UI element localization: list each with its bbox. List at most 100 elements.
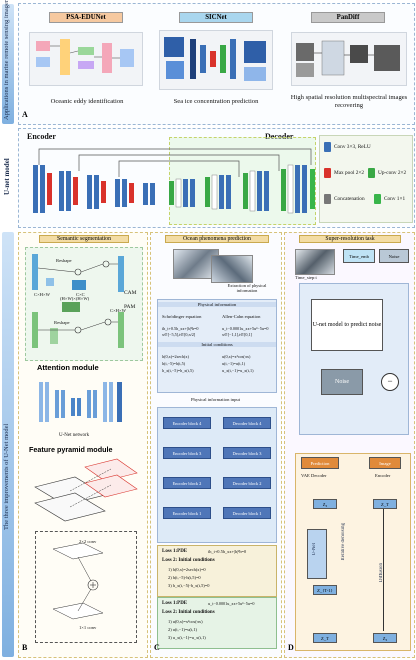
ic1: h(0,x)=2sech(x) (162, 354, 189, 359)
z0-box: Z₀ (313, 499, 337, 509)
physical-input-label: Physical information input (191, 397, 240, 402)
loss2-item-2: 2) h(t,−5)-h(t,5)=0 (168, 575, 201, 580)
diffusion-line (383, 509, 384, 631)
improvements-arrow (2, 232, 14, 657)
conv-2x2-label: 2×2 conv (79, 539, 97, 544)
schrodinger-domain: x∈[−5,5],t∈[0,π/2] (162, 332, 196, 337)
pandiff-pipeline-icon (296, 40, 400, 77)
super-resolution-title: Super-resolution task (299, 235, 401, 243)
loss2b-item-2: 2) u(t,−1)=u(t,1) (168, 627, 197, 632)
legend-conv3x3-label: Conv 3×3, ReLU (334, 144, 371, 150)
loss2-label: Loss 2: Initial conditions (162, 558, 215, 563)
legend-conv1x1: Conv 1×1 (374, 194, 405, 204)
loss1-label: Loss 1:PDE (162, 549, 188, 554)
pandiff-tag: PanDiff (311, 12, 385, 23)
extraction-label: Extraction of physical information (227, 283, 267, 293)
sicnet-tag: SICNet (179, 12, 253, 23)
zt1-box: Z_{T-1} (313, 585, 337, 595)
initial-conditions-title: Initial conditions (158, 342, 276, 347)
ic2: h(t,−5)=h(t,5) (162, 361, 186, 366)
architecture-legend: Conv 3×3, ReLU Max pool 2×2 Up-conv 2×2 … (319, 135, 413, 223)
loss2-item-1: 1) h(0,x)=2sech(x)=0 (168, 567, 206, 572)
applications-arrow (2, 4, 14, 124)
panel-c-label: C (154, 643, 160, 652)
legend-conv1x1-label: Conv 1×1 (384, 196, 406, 202)
loss-box-1: Loss 1:PDE ih_t+0.5h_xx+|h|²h=0 Loss 2: … (157, 545, 277, 597)
unet-layers-diagram (33, 148, 315, 214)
encoder-block-2: Encoder block 2 (163, 477, 211, 489)
legend-upconv-label: Up-conv 2×2 (378, 170, 407, 176)
eddy-network-icon (36, 39, 134, 75)
unet-network-diagram (39, 382, 122, 422)
panel-a-label: A (22, 110, 28, 119)
applications-label: Applications in marine remote sensing im… (3, 0, 10, 120)
pam-label: PAM (124, 304, 136, 310)
loss2b-item-1: 1) u(0,x)=x²cos(πx) (168, 619, 203, 624)
ocean-prediction-title: Ocean phenomena prediction (165, 235, 269, 243)
semantic-segmentation-title: Semantic segmentation (39, 235, 129, 243)
sea-ice-network-icon (164, 37, 266, 81)
time-step-image (295, 249, 335, 275)
minus-sign: − (387, 376, 393, 386)
schrodinger-eq: ih_t+0.5h_xx+|h|²h=0 (162, 326, 199, 331)
unet-predict-box: U-net model to predict noise (311, 299, 383, 351)
unet-architecture-panel: Encoder Decoder Conv 3×3, ReLU Max pool … (18, 128, 415, 228)
attention-module: Reshape C×C C×H×W CAM PAM (H×W)×(H×W) Re… (25, 247, 143, 361)
cam-chw-label: C×H×W (34, 292, 50, 297)
feature-pyramid-title: Feature pyramid module (29, 445, 113, 454)
conv-1x1-label: 1×1 conv (79, 625, 97, 630)
attention-diagram (32, 254, 124, 348)
decoder-block-2: Decoder block 2 (223, 477, 271, 489)
noise-box: Noise (321, 369, 363, 395)
encoder-block-3: Encoder block 3 (163, 447, 211, 459)
psa-edunet-tag: PSA-EDUNet (49, 12, 123, 23)
pam-chw-label: C×H×W (110, 308, 126, 313)
ocean-sample-image-2 (211, 255, 253, 283)
panel-c: Ocean phenomena prediction Extraction of… (150, 232, 282, 658)
loss1b-label: Loss 1:PDE (162, 601, 188, 606)
iterative-denoising-label: Iterative denoising (341, 523, 346, 561)
loss2b-item-3: 3) u_x(t,−1)=u_x(t,1) (168, 635, 206, 640)
pam-hw-label: (H×W)×(H×W) (60, 296, 90, 301)
pandiff-caption: High spatial resolution multispectral im… (290, 94, 408, 109)
legend-upconv: Up-conv 2×2 (368, 168, 406, 178)
feature-pyramid-detail (35, 531, 137, 643)
legend-concat-label: Concatenation (334, 196, 365, 202)
allen-cahn-eq: u_t−0.0001u_xx+5u³−5u=0 (222, 326, 269, 331)
noise-top-box: Noise (379, 249, 409, 263)
decoder-block-4: Decoder block 4 (223, 417, 271, 429)
decoder-title: Decoder (265, 132, 294, 141)
encoder-block-1: Encoder block 1 (163, 507, 211, 519)
legend-maxpool-label: Max pool 2×2 (334, 170, 365, 176)
time-emb-box: Time_emb (343, 249, 375, 263)
ic4: u(0,x)=x²cos(πx) (222, 354, 251, 359)
cam-label: CAM (124, 290, 137, 296)
loss2-item-3: 3) h_x(t,−5)-h_x(t,5)=0 (168, 583, 210, 588)
eddy-caption: Oceanic eddy identification (50, 98, 124, 105)
decoder-block-3: Decoder block 3 (223, 447, 271, 459)
physical-info-title: Physical information (158, 302, 276, 307)
improvements-label: The three improvements of U-Net model (3, 423, 10, 530)
unet-inner-label: U-Net (312, 543, 317, 556)
panel-d-label: D (288, 643, 294, 652)
eddy-diagram-thumbnail (29, 32, 143, 86)
ic6: u_x(t,−1)=u_x(t,1) (222, 368, 254, 373)
encoder-block-4: Encoder block 4 (163, 417, 211, 429)
pam-reshape-label: Reshape (54, 320, 70, 325)
attention-module-title: Attention module (37, 363, 99, 372)
allen-cahn-domain: x∈[−1,1],t∈[0,1] (222, 332, 253, 337)
unet-network-label: U-Net network (59, 433, 90, 438)
allen-cahn-label: Allen-Cahn equation (222, 314, 261, 319)
minus-circle: − (381, 373, 399, 391)
panel-b: Semantic segmentation Reshape C×C C×H×W … (18, 232, 148, 658)
zt-box: Z_T (313, 633, 337, 643)
encoder-decoder-area (157, 407, 277, 543)
legend-conv3x3: Conv 3×3, ReLU (324, 142, 371, 152)
loss2b-label: Loss 2: Initial conditions (162, 610, 215, 615)
pandiff-thumbnail (291, 32, 407, 86)
loss-box-2: Loss 1:PDE u_t−0.0001u_xx+5u³−5u=0 Loss … (157, 597, 277, 649)
ic5: u(t,−1)=u(t,1) (222, 361, 246, 366)
image-box: Image (369, 457, 401, 469)
time-step-label: Time_step:t (295, 275, 317, 280)
panel-a: PSA-EDUNet Oceanic eddy identification S… (18, 3, 415, 125)
